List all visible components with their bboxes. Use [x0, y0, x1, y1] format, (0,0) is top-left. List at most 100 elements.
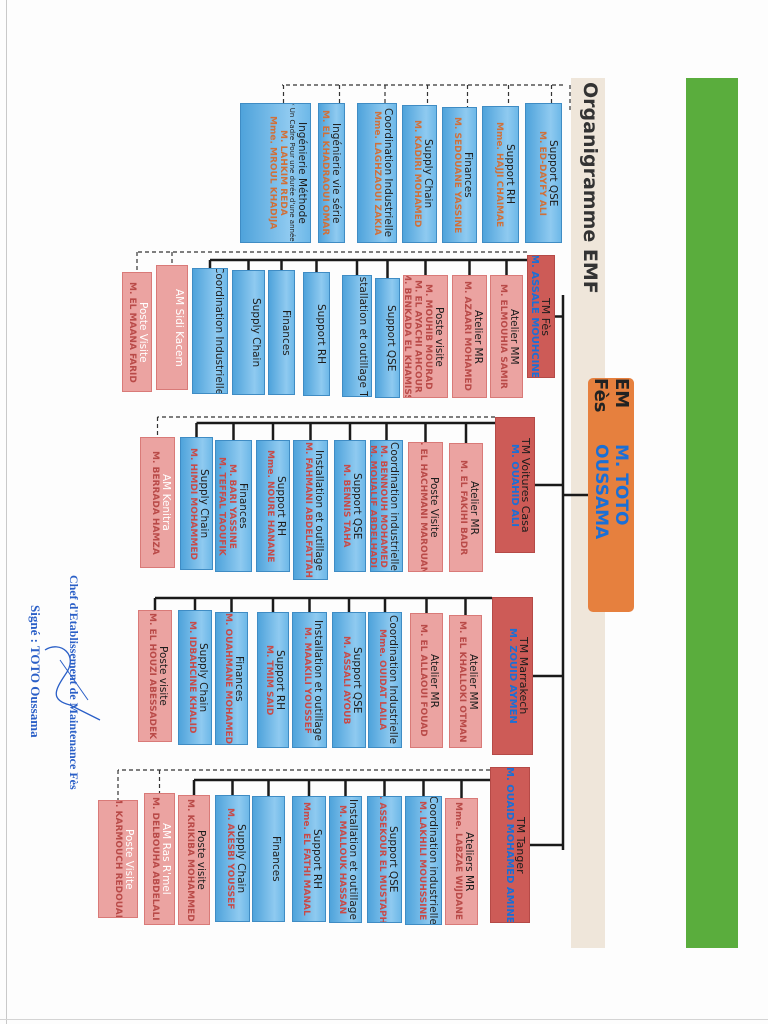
- unit-title: Support QSE: [387, 826, 399, 893]
- unit-support-rh: Support RH: [303, 272, 330, 396]
- person-name: Mme. LAGHZAOUI ZAKIA: [372, 110, 382, 236]
- person-name: M. EL AYACHI AHCOUR: [412, 280, 423, 393]
- person-name: Mme. OUIDAT LAILA: [377, 629, 387, 731]
- unit-title: Supply Chain: [422, 139, 434, 209]
- unit-title: Ingénierie vie série: [330, 122, 342, 224]
- person-name: Mme. LABZAE WIJDANE: [453, 802, 463, 921]
- unit-title: Ingénierie Méthode: [296, 122, 308, 224]
- green-side-bar: [686, 78, 738, 948]
- person-name: M. EL MAANA FARID: [127, 281, 137, 383]
- unit-title: Supply Chain: [235, 823, 247, 894]
- unit-title: Support RH: [275, 475, 287, 537]
- unit-title: Coordination industrielle: [427, 796, 439, 925]
- person-name: M. EL FAKIHI BADR: [458, 459, 468, 556]
- site-manager-name: M. ZOUID AYMEN: [507, 628, 518, 724]
- unit-supply-chain: Supply Chain: [232, 270, 265, 395]
- unit-title: Atelier MM: [508, 308, 520, 365]
- unit-title: Installation et outillage: [313, 449, 325, 571]
- unit-title: Atelier MR: [428, 653, 440, 708]
- unit-title: Poste Visite: [428, 476, 440, 538]
- unit-finances: Finances: [252, 796, 285, 922]
- unit-title: Poste Visite: [137, 301, 149, 363]
- unit-title: Support QSE: [351, 646, 363, 714]
- unit-title: Finances: [462, 152, 474, 198]
- unit-title: Supply Chain: [197, 642, 209, 713]
- person-name: M. EL KHADRAOUI OMAR: [320, 110, 330, 236]
- person-name: M. IDBAHCINE KHALID: [187, 621, 197, 734]
- unit-title: Finances: [233, 655, 245, 702]
- unit-title: Poste visite: [433, 306, 445, 367]
- unit-title: Supply Chain: [250, 297, 262, 368]
- person-name: M. EL HACHMANI MAROUANE: [418, 442, 428, 572]
- person-name: M. OUAHMANE MOHAMED: [223, 612, 233, 745]
- person-name: M. MOUHIB MOURAD: [423, 283, 433, 390]
- unit-title: Atelier MR: [468, 480, 480, 535]
- direct-unit-ingenierie-methode: Ingénierie Méthode* Un Cadre Pour une du…: [240, 103, 311, 243]
- unit-title: AM Ras R'mel: [160, 823, 172, 895]
- unit-title: Finances: [237, 483, 249, 529]
- unit-title: Coordination Industrielle: [387, 615, 399, 745]
- person-name: M. LAHKIM REDA: [278, 130, 288, 216]
- person-name: M. LAKHILI MOUHSSINE: [417, 800, 427, 921]
- person-name: M. AKESBI YOUSSEF: [225, 807, 235, 910]
- site-manager-name: M. ASSALE MOUHCINE: [529, 255, 540, 378]
- head-box-em-fes: EM Fès M. TOTO OUSSAMA: [588, 378, 634, 612]
- unit-support-qse: Support QSE: [375, 278, 400, 398]
- person-name: M. ED-DAYFY ALI: [537, 130, 547, 216]
- person-name: M. EL KHALLOKI OTMAN: [457, 620, 467, 743]
- unit-title: Ateliers MR: [463, 831, 475, 892]
- unit-am-sidi-kacem: AM Sidi Kacem: [156, 265, 188, 390]
- signature-role: Chef d'Etablissement de Maintenance Fès: [67, 575, 81, 790]
- person-name: M. SEDOUANE YASSINE: [452, 116, 462, 234]
- unit-title: Installation et outillage: [312, 619, 324, 741]
- person-name: Mme. HAJJI CHAIMAE: [494, 121, 504, 228]
- person-name: M. TEFFAL TAOUFIK: [216, 456, 227, 556]
- unit-title: Atelier MR: [472, 309, 484, 364]
- unit-title: Installation et outillage TC: [357, 275, 369, 397]
- unit-title: Coordination Industrielle: [213, 268, 225, 394]
- unit-title: TM Voitures Casa: [519, 437, 532, 533]
- unit-note: * Un Cadre Pour une durée d'une année.: [288, 103, 296, 243]
- person-name: M. DELBOUHA ABDELALI: [150, 797, 160, 921]
- page-title: Organigramme EMF: [579, 82, 601, 294]
- unit-title: TM Marrakech: [517, 637, 530, 715]
- unit-title: Finances: [270, 836, 282, 882]
- person-name: M. KARMOUCH REDOUAN: [113, 800, 123, 918]
- person-name: M. BENKADA EL KHAMISS: [403, 275, 412, 398]
- unit-finances: Finances: [268, 270, 295, 395]
- unit-title: Poste visite: [195, 830, 207, 890]
- person-name: M. EL HOUZI ABESSADEK: [147, 612, 157, 740]
- person-name: M. MOUALIF ABDELHADI: [370, 444, 378, 568]
- unit-title: Support QSE: [385, 304, 397, 372]
- unit-title: Support RH: [315, 303, 327, 365]
- signature-signed: Signé : TOTO Oussama: [28, 605, 43, 738]
